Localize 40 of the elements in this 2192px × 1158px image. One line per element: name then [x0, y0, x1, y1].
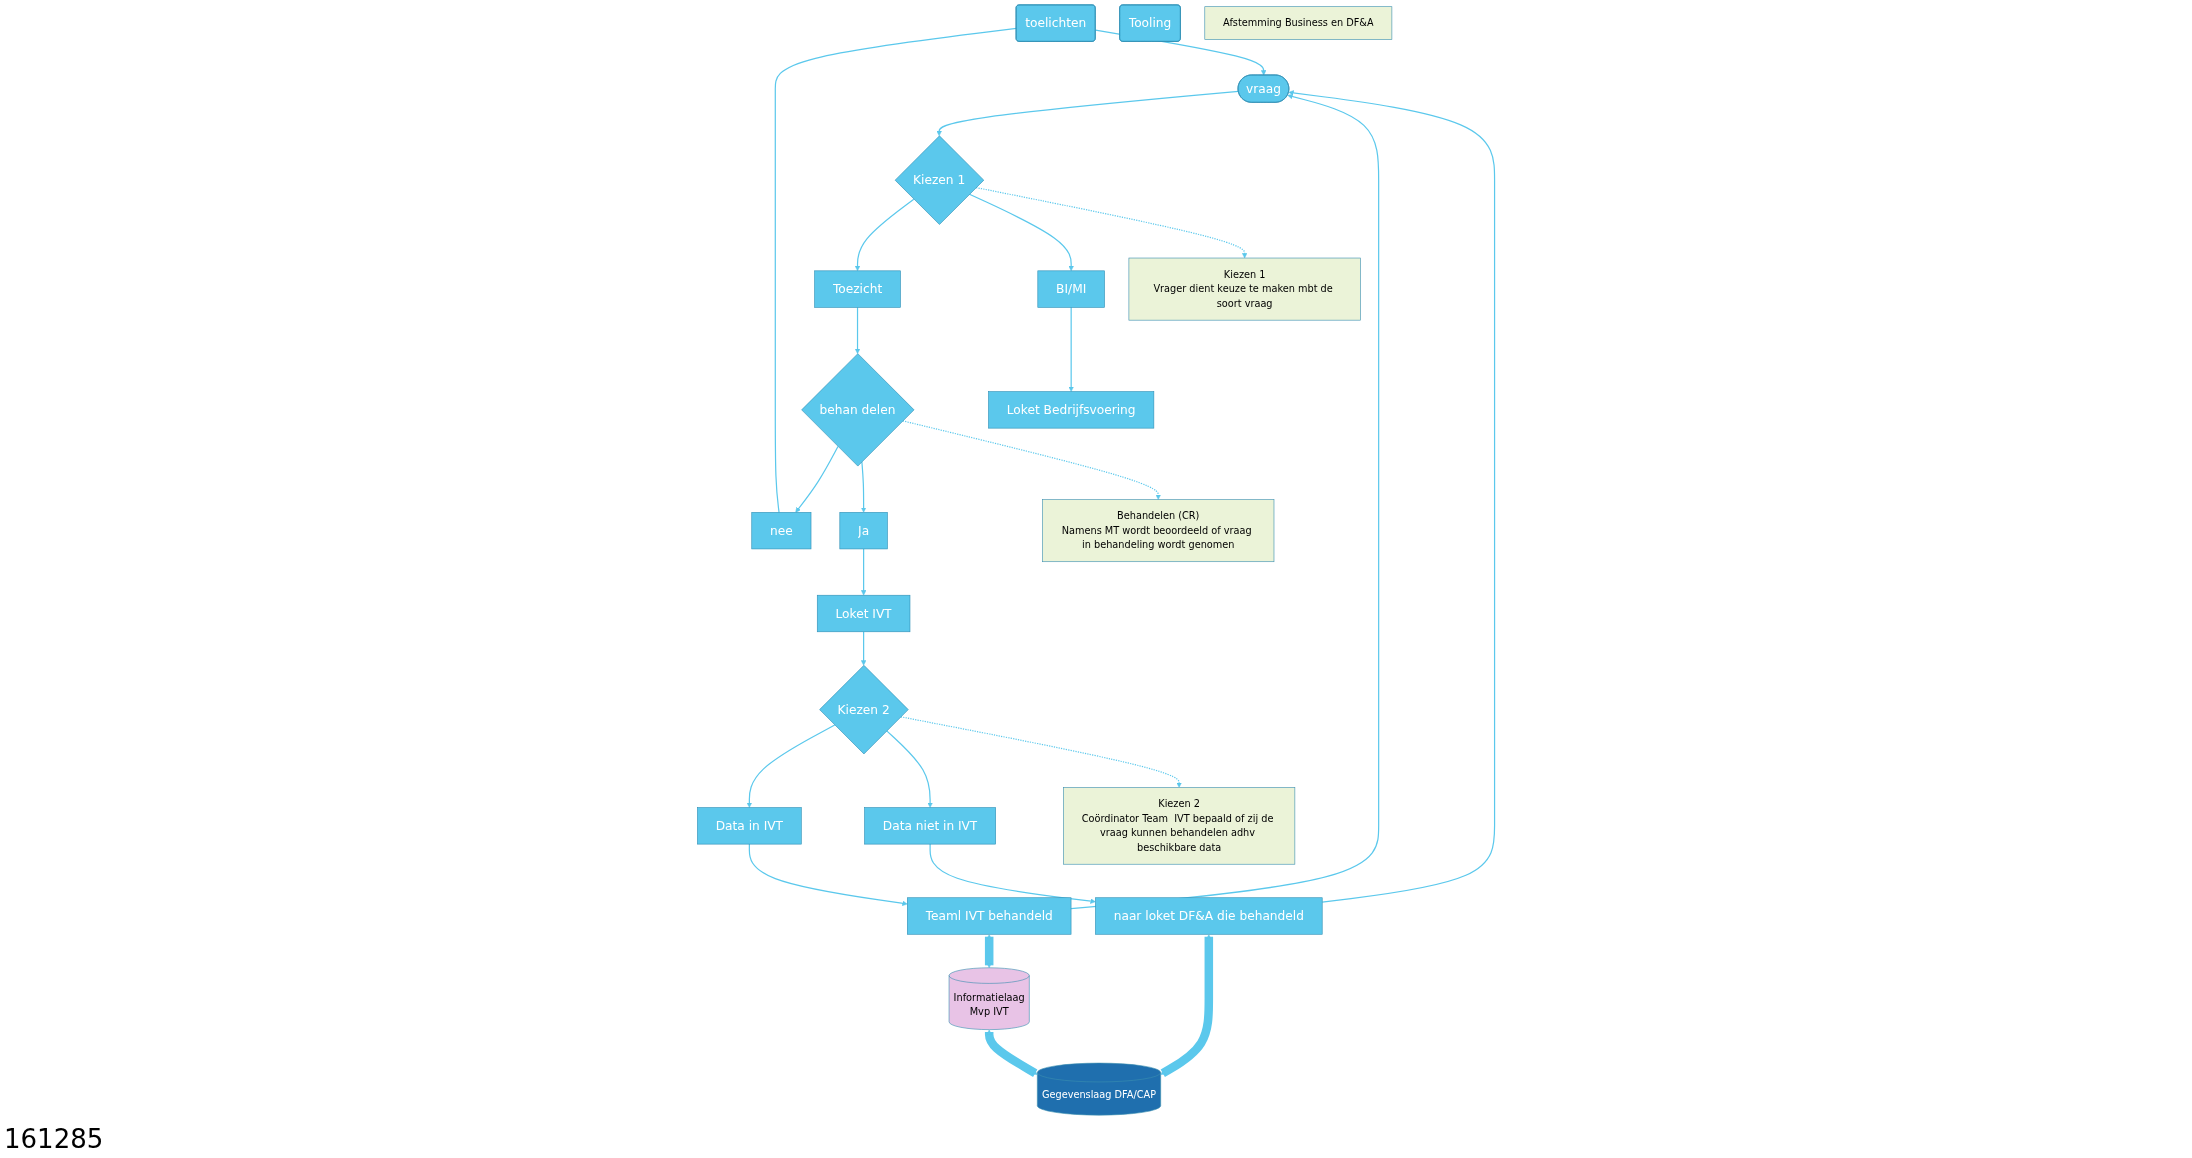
arrow [936, 90, 1240, 137]
node-box: BI/MI [1037, 270, 1105, 308]
arrow [860, 461, 867, 513]
node-box: Kiezen 1 Vrager dient keuze te maken mbt de soort vraag [1128, 257, 1361, 321]
node-diamond: Kiezen 1 [894, 135, 985, 225]
node-diamond: behan delen [801, 353, 915, 467]
node-box: Ja [839, 512, 888, 550]
arrow [975, 186, 1248, 259]
node-box: Toezicht [814, 270, 901, 308]
node-box: Afstemming Business en DF&A [1204, 6, 1393, 40]
node-box: nee [751, 512, 812, 550]
arrow [902, 420, 1161, 500]
connector [774, 27, 1017, 513]
arrow [900, 716, 1182, 788]
node-box: Kiezen 2 Coördinator Team IVT bepaald of zij de vraag kunnen behandelen adhv beschikbare data [1063, 787, 1296, 865]
arrow [748, 843, 908, 906]
arrow [929, 843, 1096, 904]
node-box: Data niet in IVT [864, 807, 996, 845]
node-box: Loket IVT [816, 594, 911, 633]
arrow [1070, 93, 1380, 910]
arrow [860, 631, 867, 666]
node-box: naar loket DF&A die behandeld [1095, 897, 1323, 935]
arrow [795, 445, 839, 513]
arrow [1288, 90, 1496, 903]
node-box: Teaml IVT behandeld [907, 897, 1072, 935]
node-box: Behandelen (CR) Namens MT wordt beoordeeld of vraag in behandeling wordt genomen [1042, 499, 1275, 563]
arrow [1160, 934, 1214, 1077]
node-diamond: Kiezen 2 [819, 665, 909, 755]
node-box: Data in IVT [697, 807, 802, 845]
arrow [984, 934, 994, 969]
arrow [1068, 306, 1074, 392]
arrow [984, 1029, 1038, 1077]
node-box: Loket Bedrijfsvoering [988, 391, 1155, 429]
image-number: 161285 [4, 1124, 104, 1154]
arrow [746, 724, 836, 808]
arrow [854, 306, 861, 354]
arrow [854, 198, 915, 272]
arrow [886, 730, 933, 808]
arrow [860, 548, 867, 596]
arrow [968, 193, 1074, 272]
